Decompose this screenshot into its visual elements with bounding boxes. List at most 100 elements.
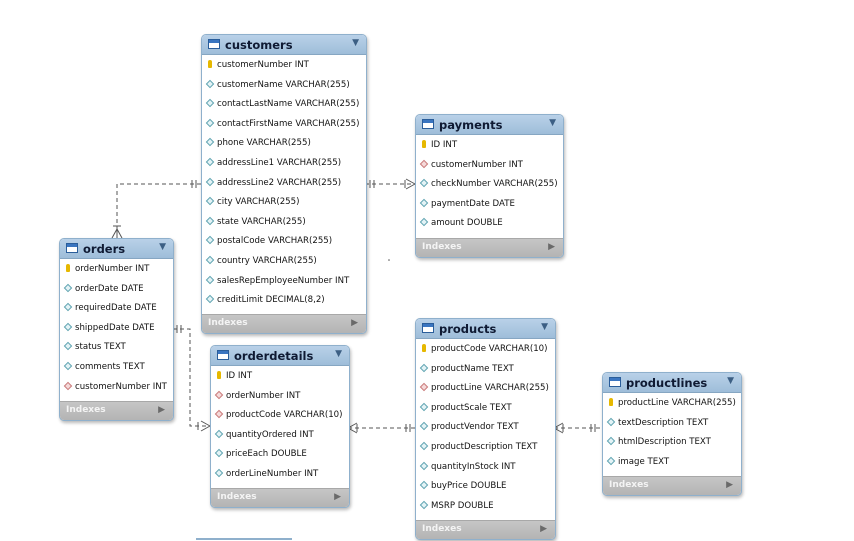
column-row[interactable]: customerName VARCHAR(255): [202, 76, 366, 96]
indexes-section[interactable]: Indexes ▶: [60, 401, 173, 420]
relationship-customers-payments[interactable]: [365, 178, 416, 190]
column-label: phone VARCHAR(255): [217, 138, 311, 149]
column-row[interactable]: state VARCHAR(255): [202, 213, 366, 233]
collapse-arrow-icon[interactable]: ▼: [335, 349, 342, 359]
column-icon: [205, 196, 215, 206]
collapse-arrow-icon[interactable]: ▼: [549, 118, 556, 128]
column-icon: [205, 79, 215, 88]
relationship-orders-orderdetails[interactable]: [173, 325, 211, 432]
table-payments[interactable]: payments ▼ ID INT customerNumber INT che…: [415, 114, 564, 258]
expand-arrow-icon[interactable]: ▶: [351, 318, 358, 328]
indexes-label: Indexes: [66, 405, 106, 415]
column-row[interactable]: postalCode VARCHAR(255): [202, 232, 366, 252]
column-row[interactable]: shippedDate DATE: [60, 319, 173, 339]
column-row[interactable]: customerNumber INT: [202, 56, 366, 76]
indexes-section[interactable]: Indexes ▶: [603, 476, 741, 495]
column-row[interactable]: buyPrice DOUBLE: [416, 477, 555, 497]
column-row[interactable]: customerNumber INT: [60, 378, 173, 398]
column-icon: [205, 216, 215, 225]
collapse-arrow-icon[interactable]: ▼: [727, 376, 734, 386]
table-name: orderdetails: [234, 349, 314, 363]
column-row[interactable]: creditLimit DECIMAL(8,2): [202, 291, 366, 311]
primary-key-icon: [208, 60, 212, 68]
relationship-orderdetails-products[interactable]: [347, 422, 415, 434]
relationship-customers-orders[interactable]: [111, 180, 201, 239]
column-row[interactable]: orderLineNumber INT: [211, 465, 349, 485]
table-header[interactable]: orders ▼: [60, 239, 173, 259]
column-row[interactable]: htmlDescription TEXT: [603, 433, 741, 453]
indexes-section[interactable]: Indexes ▶: [211, 488, 349, 507]
column-row[interactable]: paymentDate DATE: [416, 195, 563, 215]
column-icon: [205, 177, 215, 186]
expand-arrow-icon[interactable]: ▶: [158, 405, 165, 415]
column-row[interactable]: contactFirstName VARCHAR(255): [202, 115, 366, 135]
column-row[interactable]: comments TEXT: [60, 358, 173, 378]
table-orderdetails[interactable]: orderdetails ▼ ID INT orderNumber INT pr…: [210, 345, 350, 508]
column-row[interactable]: productScale TEXT: [416, 399, 555, 419]
column-row[interactable]: addressLine1 VARCHAR(255): [202, 154, 366, 174]
column-row[interactable]: salesRepEmployeeNumber INT: [202, 272, 366, 292]
indexes-section[interactable]: Indexes ▶: [202, 314, 366, 333]
column-row[interactable]: textDescription TEXT: [603, 414, 741, 434]
column-row[interactable]: productCode VARCHAR(10): [416, 340, 555, 360]
expand-arrow-icon[interactable]: ▶: [334, 492, 341, 502]
column-row[interactable]: ID INT: [211, 367, 349, 387]
column-row[interactable]: productDescription TEXT: [416, 438, 555, 458]
column-row[interactable]: quantityOrdered INT: [211, 426, 349, 446]
table-orders[interactable]: orders ▼ orderNumber INT orderDate DATE …: [59, 238, 174, 421]
table-header[interactable]: payments ▼: [416, 115, 563, 135]
column-label: customerNumber INT: [431, 159, 523, 170]
column-row[interactable]: addressLine2 VARCHAR(255): [202, 174, 366, 194]
column-row[interactable]: city VARCHAR(255): [202, 193, 366, 213]
column-list: productLine VARCHAR(255) textDescription…: [603, 393, 741, 472]
column-row[interactable]: priceEach DOUBLE: [211, 445, 349, 465]
column-label: country VARCHAR(255): [217, 255, 317, 266]
primary-key-icon: [422, 140, 426, 148]
column-row[interactable]: phone VARCHAR(255): [202, 134, 366, 154]
column-label: priceEach DOUBLE: [226, 449, 307, 460]
column-row[interactable]: productCode VARCHAR(10): [211, 406, 349, 426]
column-row[interactable]: ID INT: [416, 136, 563, 156]
column-row[interactable]: customerNumber INT: [416, 156, 563, 176]
table-products[interactable]: products ▼ productCode VARCHAR(10) produ…: [415, 318, 556, 540]
table-icon: [422, 323, 434, 333]
column-row[interactable]: productLine VARCHAR(255): [603, 394, 741, 414]
column-label: productLine VARCHAR(255): [431, 383, 549, 394]
table-header[interactable]: products ▼: [416, 319, 555, 339]
column-icon: [419, 480, 429, 490]
column-row[interactable]: checkNumber VARCHAR(255): [416, 175, 563, 195]
column-row[interactable]: status TEXT: [60, 338, 173, 358]
relationship-products-productlines[interactable]: [553, 422, 602, 434]
column-row[interactable]: country VARCHAR(255): [202, 252, 366, 272]
expand-arrow-icon[interactable]: ▶: [726, 480, 733, 490]
indexes-section[interactable]: Indexes ▶: [416, 520, 555, 539]
column-row[interactable]: contactLastName VARCHAR(255): [202, 95, 366, 115]
table-productlines[interactable]: productlines ▼ productLine VARCHAR(255) …: [602, 372, 742, 496]
column-row[interactable]: productLine VARCHAR(255): [416, 379, 555, 399]
column-list: orderNumber INT orderDate DATE requiredD…: [60, 259, 173, 397]
column-row[interactable]: productVendor TEXT: [416, 418, 555, 438]
column-label: productVendor TEXT: [431, 422, 519, 433]
column-row[interactable]: productName TEXT: [416, 360, 555, 380]
column-row[interactable]: orderDate DATE: [60, 280, 173, 300]
column-row[interactable]: orderNumber INT: [211, 387, 349, 407]
column-icon: [205, 98, 215, 108]
expand-arrow-icon[interactable]: ▶: [548, 242, 555, 252]
table-header[interactable]: customers ▼: [202, 35, 366, 55]
column-row[interactable]: MSRP DOUBLE: [416, 497, 555, 517]
column-row[interactable]: quantityInStock INT: [416, 458, 555, 478]
collapse-arrow-icon[interactable]: ▼: [541, 322, 548, 332]
collapse-arrow-icon[interactable]: ▼: [352, 38, 359, 48]
column-row[interactable]: image TEXT: [603, 453, 741, 473]
expand-arrow-icon[interactable]: ▶: [540, 524, 547, 534]
table-header[interactable]: productlines ▼: [603, 373, 741, 393]
collapse-arrow-icon[interactable]: ▼: [159, 242, 166, 252]
indexes-section[interactable]: Indexes ▶: [416, 238, 563, 257]
column-row[interactable]: amount DOUBLE: [416, 214, 563, 234]
table-header[interactable]: orderdetails ▼: [211, 346, 349, 366]
column-row[interactable]: requiredDate DATE: [60, 299, 173, 319]
column-row[interactable]: orderNumber INT: [60, 260, 173, 280]
column-label: requiredDate DATE: [75, 303, 157, 314]
table-customers[interactable]: customers ▼ customerNumber INT customerN…: [201, 34, 367, 334]
foreign-key-icon: [419, 382, 429, 392]
